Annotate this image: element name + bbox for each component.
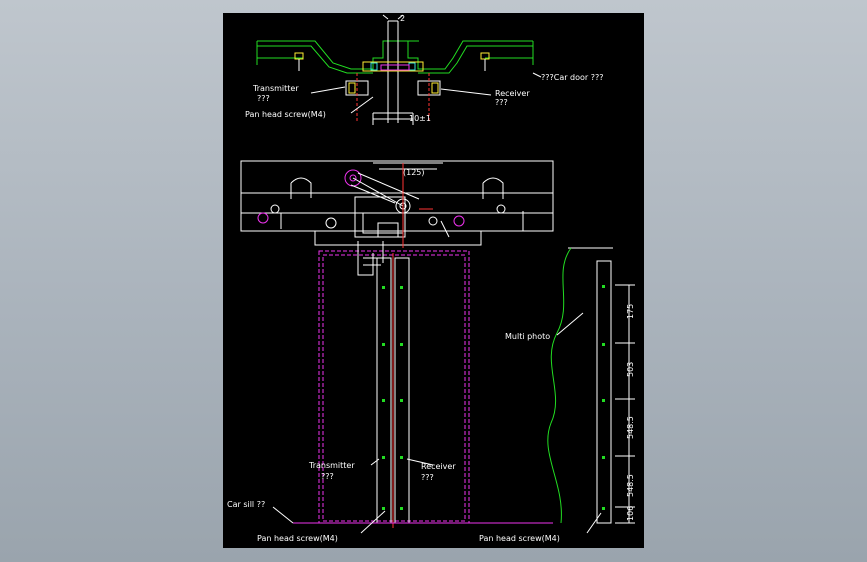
receiver-top-label: Receiver <box>495 89 530 98</box>
car-sill-label: Car sill ?? <box>227 500 265 509</box>
door-operator <box>240 160 554 248</box>
transmitter-top-q: ??? <box>257 94 270 103</box>
dim-548-5-a: 548.5 <box>626 416 635 439</box>
receiver-bottom-label: Receiver <box>421 462 456 471</box>
transmitter-bottom-q: ??? <box>321 472 334 481</box>
dim-548-5-b: 548.5 <box>626 474 635 497</box>
car-door-label: ???Car door ??? <box>541 73 604 82</box>
dim-175: 175 <box>626 304 635 319</box>
dim-503: 503 <box>626 362 635 377</box>
pan-screw-left-label: Pan head screw(M4) <box>257 534 338 543</box>
door-elevation <box>272 241 635 534</box>
multi-photo-label: Multi photo <box>505 332 550 341</box>
dim-106: 106 <box>626 506 635 521</box>
pan-screw-right-label: Pan head screw(M4) <box>479 534 560 543</box>
gap-tolerance-label: 10±1 <box>409 114 431 123</box>
cad-drawing-canvas[interactable]: 2 ???Car door ??? Transmitter ??? Receiv… <box>223 13 644 548</box>
receiver-bottom-q: ??? <box>421 473 434 482</box>
plan-view <box>256 14 542 125</box>
transmitter-top-label: Transmitter <box>252 84 299 93</box>
pan-screw-top-label: Pan head screw(M4) <box>245 110 326 119</box>
drawing-svg: 2 ???Car door ??? Transmitter ??? Receiv… <box>227 14 635 543</box>
receiver-top-q: ??? <box>495 98 508 107</box>
gap-dim-label: 2 <box>400 14 405 23</box>
transmitter-bottom-label: Transmitter <box>308 461 355 470</box>
top-dim-label: (125) <box>403 168 425 177</box>
